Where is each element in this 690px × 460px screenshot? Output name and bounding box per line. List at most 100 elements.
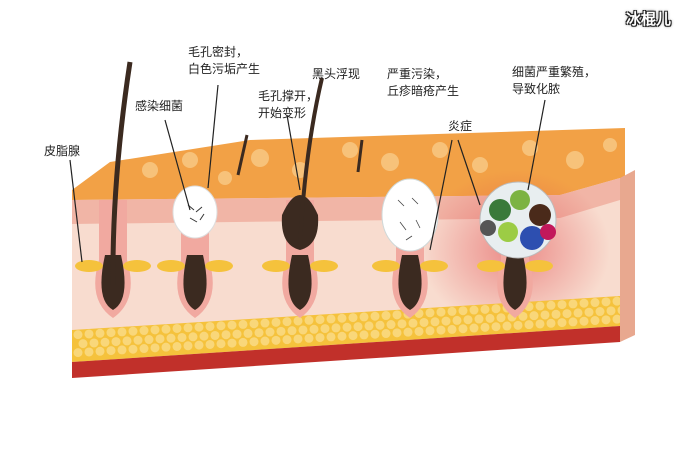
fat-cell: [238, 337, 248, 347]
fat-cell: [370, 311, 380, 321]
fat-cell: [260, 318, 270, 328]
label-infected-bacteria: 感染细菌: [135, 99, 184, 113]
fat-cell: [485, 313, 495, 323]
sebaceous-gland: [205, 260, 233, 272]
fat-cell: [381, 311, 391, 321]
fat-cell: [579, 298, 589, 308]
fat-cell: [601, 315, 611, 325]
fat-cell: [590, 298, 600, 308]
label-inflammation: 炎症: [448, 119, 473, 133]
fat-cell: [458, 324, 468, 334]
fat-cell: [183, 323, 193, 333]
hair-bulb: [503, 255, 527, 310]
hair-bulb: [398, 255, 422, 310]
fat-cell: [315, 333, 325, 343]
fat-cell: [370, 329, 380, 339]
fat-cell: [436, 307, 446, 317]
fat-cell: [78, 339, 88, 349]
fat-cell: [375, 320, 385, 330]
fat-cell: [342, 322, 352, 332]
fat-cell: [150, 343, 160, 353]
fat-cell: [144, 335, 154, 345]
hair-small-1: [236, 134, 249, 176]
fat-cell: [139, 326, 149, 336]
fat-cell: [502, 321, 512, 331]
fat-cell: [540, 310, 550, 320]
sebaceous-gland: [477, 260, 505, 272]
fat-cell: [612, 296, 622, 306]
fat-cell: [557, 300, 567, 310]
fat-cell: [551, 309, 561, 319]
fat-cell: [106, 328, 116, 338]
fat-cell: [590, 316, 600, 326]
fat-cell: [441, 316, 451, 326]
fat-cell: [188, 332, 198, 342]
fat-cell: [535, 319, 545, 329]
fat-cell: [249, 337, 259, 347]
fat-cell: [249, 319, 259, 329]
fat-cell: [496, 313, 506, 323]
sebaceous-gland: [157, 260, 185, 272]
fat-cell: [348, 313, 358, 323]
fat-cell: [254, 328, 264, 338]
sebaceous-gland: [310, 260, 338, 272]
fat-cell: [491, 322, 501, 332]
fat-cell: [122, 336, 132, 346]
fat-cell: [612, 314, 622, 324]
label-severe-pollution: 严重污染， 丘疹暗疮产生: [387, 66, 459, 100]
hair-3: [298, 77, 324, 246]
fat-cell: [414, 326, 424, 336]
fat-cell: [111, 337, 121, 347]
label-line: 开始变形: [258, 106, 307, 120]
sebaceous-gland: [525, 260, 553, 272]
fat-cell: [326, 332, 336, 342]
fat-cell: [183, 341, 193, 351]
fat-cell: [128, 326, 138, 336]
fat-cell: [276, 326, 286, 336]
fat-cell: [480, 322, 490, 332]
fat-cell: [430, 317, 440, 327]
fat-cell: [89, 338, 99, 348]
side-face: [620, 170, 635, 342]
fat-cell: [232, 329, 242, 339]
fat-cell: [194, 340, 204, 350]
bacteria-cluster: [480, 190, 556, 250]
sebaceous-gland: [420, 260, 448, 272]
fat-cell: [469, 323, 479, 333]
fat-cell: [293, 334, 303, 344]
fat-cell: [150, 325, 160, 335]
fat-cell: [557, 318, 567, 328]
fat-cell: [518, 311, 528, 321]
fat-cell: [529, 311, 539, 321]
fat-cell: [359, 312, 369, 322]
papule-plug: [381, 178, 439, 252]
fat-cell: [579, 316, 589, 326]
sebaceous-gland: [123, 260, 151, 272]
leader-lines: [69, 84, 546, 263]
fat-cell: [221, 330, 231, 340]
fat-cell: [535, 301, 545, 311]
whitehead-plug: [172, 185, 218, 239]
fat-cell: [161, 324, 171, 334]
fat-cell: [348, 331, 358, 341]
fat-cell: [304, 315, 314, 325]
hair-small-2: [356, 139, 364, 173]
fat-cell: [513, 320, 523, 330]
fat-cell: [139, 344, 149, 354]
fat-cell: [73, 330, 83, 340]
fat-cell: [100, 337, 110, 347]
fat-cell: [562, 309, 572, 319]
fat-cell: [84, 329, 94, 339]
fat-cell: [238, 319, 248, 329]
fat-cell: [227, 338, 237, 348]
label-blackhead: 黑头浮现: [312, 67, 361, 81]
fat-cell: [117, 327, 127, 337]
label-line: 白色污垢产生: [188, 62, 261, 76]
fat-cell: [304, 333, 314, 343]
fat-cell: [584, 307, 594, 317]
fat-cell: [447, 324, 457, 334]
fat-cell: [408, 318, 418, 328]
fat-cell: [227, 320, 237, 330]
fat-cell: [210, 330, 220, 340]
fat-cell: [392, 328, 402, 338]
